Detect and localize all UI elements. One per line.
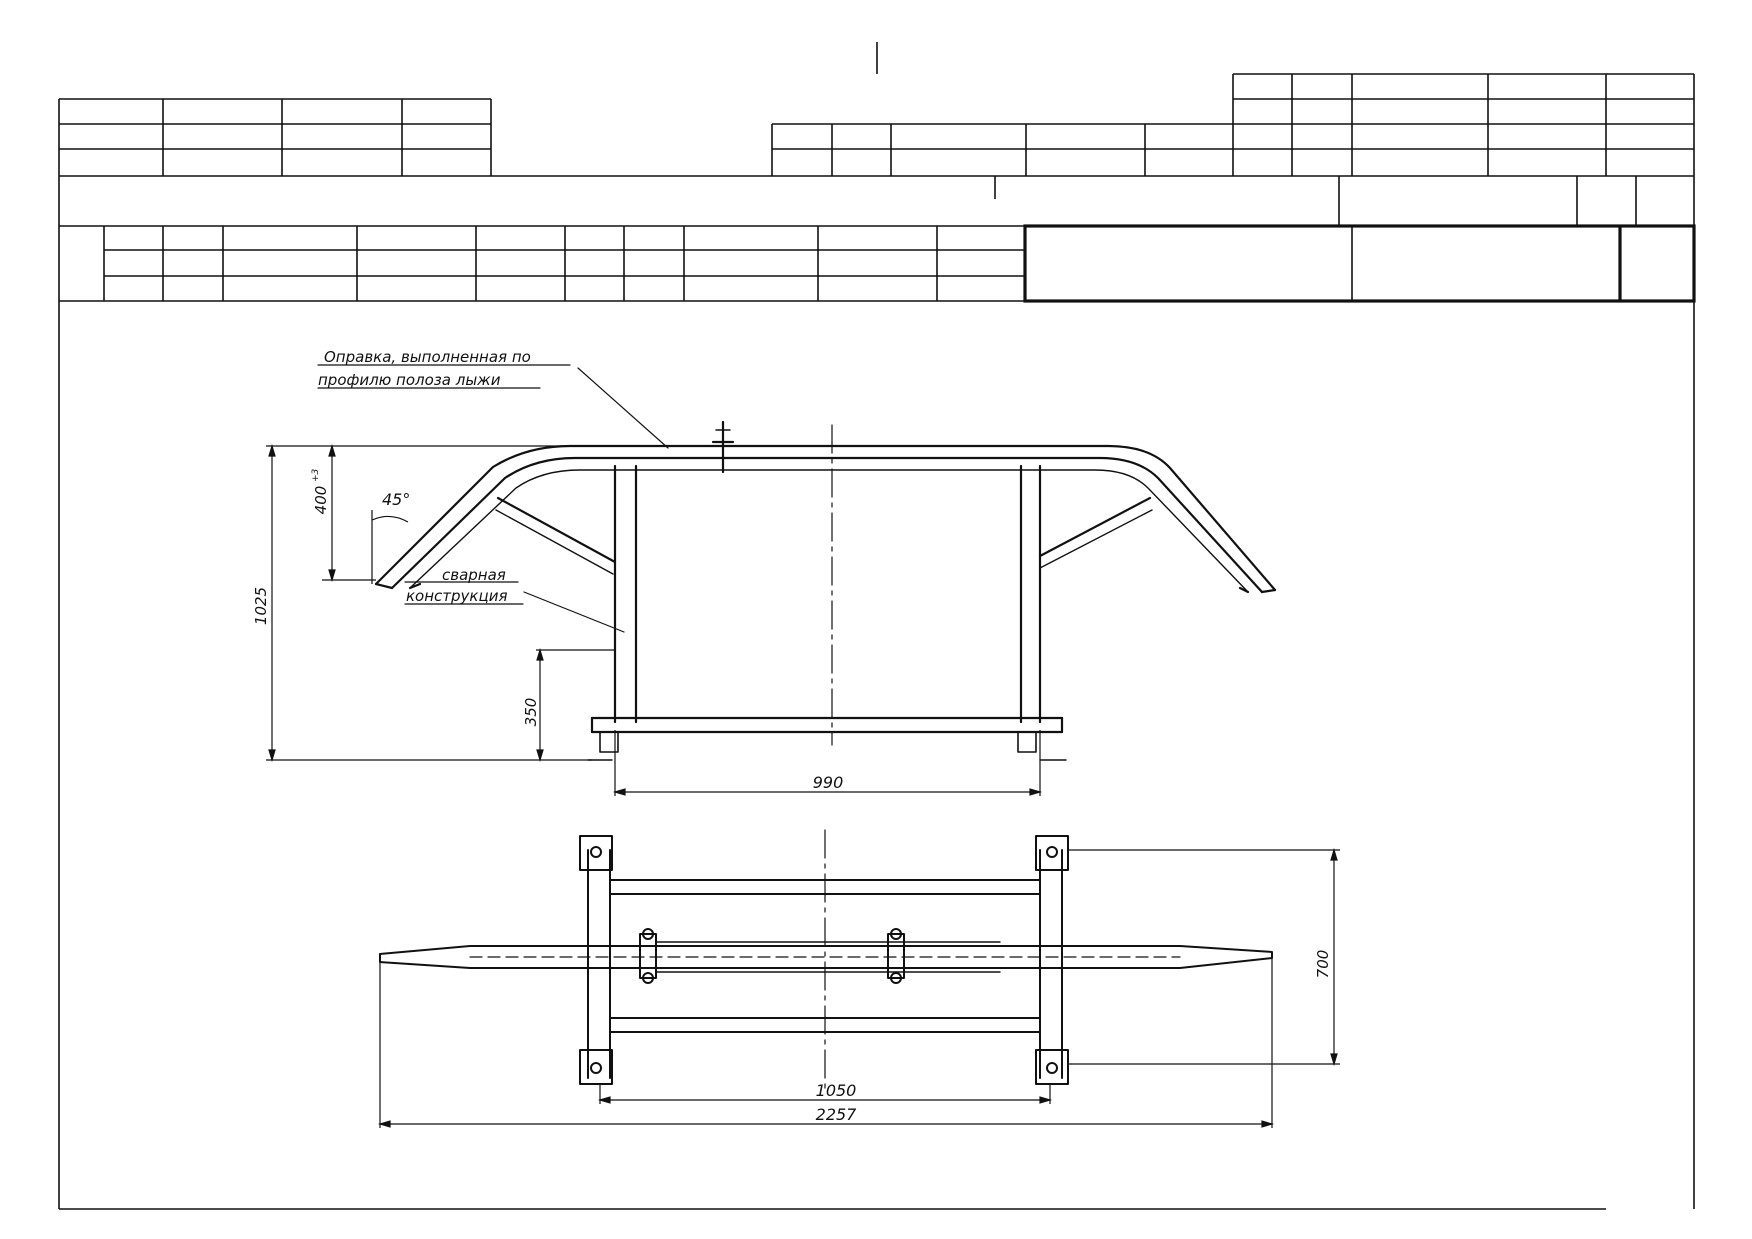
title-block-bold-cell	[1023, 224, 1696, 303]
welded-note-line2: конструкция	[406, 587, 507, 605]
dim-post-spacing: 990	[813, 773, 844, 792]
dim-overall-height: 1025	[252, 587, 270, 625]
dim-arch-height-tolerance: +3	[311, 468, 321, 482]
dim-frame-length: 1050	[816, 1081, 857, 1100]
mandrel-note-line2: профилю полоза лыжи	[318, 371, 501, 389]
title-block	[58, 42, 1695, 1210]
side-view-dimensions	[266, 443, 1043, 796]
plan-view	[379, 829, 1273, 1091]
angle-label: 45°	[382, 490, 410, 509]
plan-view-dimensions	[377, 847, 1340, 1128]
dim-base-height: 350	[522, 698, 540, 727]
dim-frame-depth: 700	[1314, 950, 1332, 979]
dim-arch-height: 400	[312, 486, 330, 515]
dim-overall-length: 2257	[816, 1105, 858, 1124]
welded-note-line1: сварная	[442, 566, 506, 584]
mandrel-note-line1: Оправка, выполненная по	[324, 348, 531, 366]
side-view	[317, 364, 1277, 761]
